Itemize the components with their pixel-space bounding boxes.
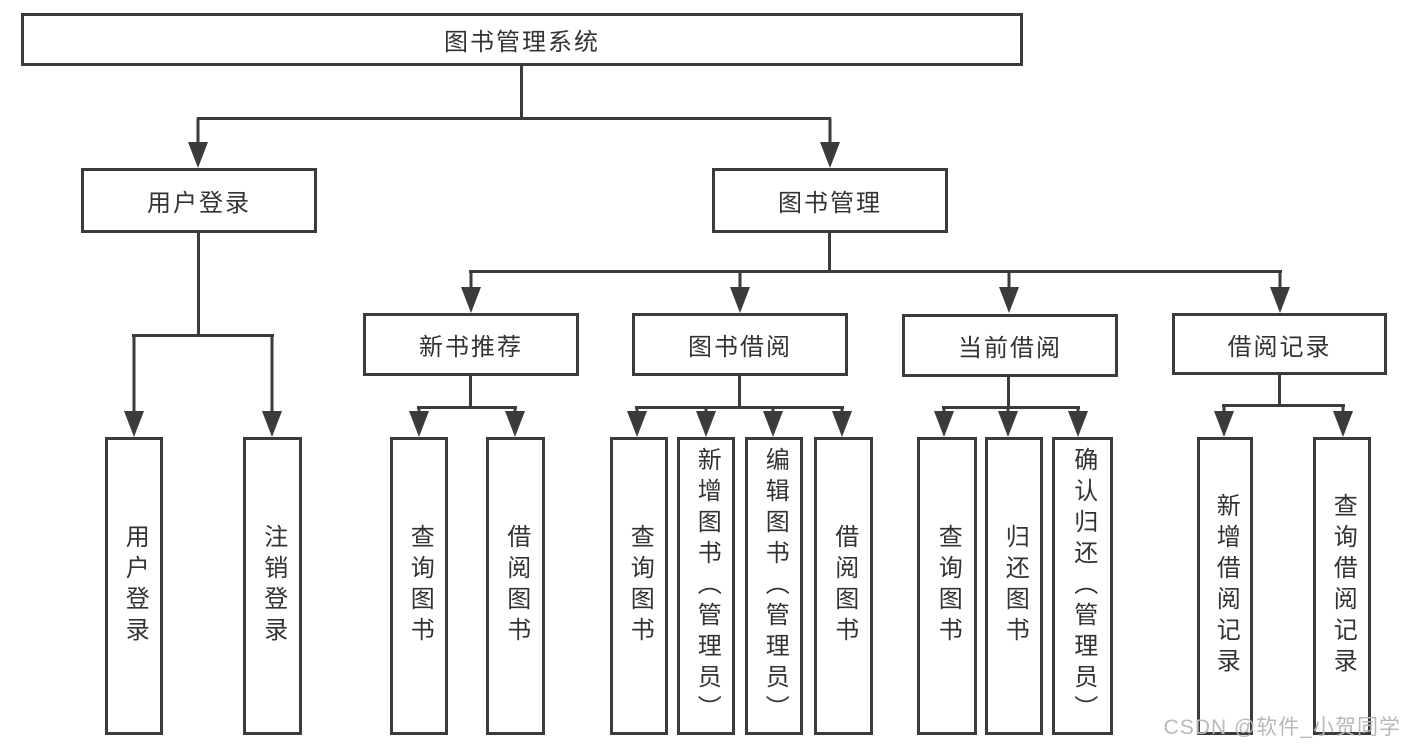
- arrow-to-leaf-logout: [262, 337, 282, 437]
- leaf-edit-book-admin: 编辑图书（管理员）: [745, 437, 803, 735]
- connector-user-login-split: [132, 334, 274, 337]
- leaf-label: 编辑图书（管理员）: [761, 446, 789, 726]
- node-label: 图书管理: [778, 190, 882, 217]
- arrow-to-leaf-add-book: [696, 408, 716, 437]
- node-new-book-recommend: 新书推荐: [363, 313, 579, 376]
- leaf-query-borrow-record: 查询借阅记录: [1313, 437, 1371, 735]
- leaf-label: 新增图书（管理员）: [693, 446, 721, 726]
- leaf-query-books-2: 查询图书: [610, 437, 668, 735]
- node-label: 图书借阅: [688, 334, 792, 361]
- leaf-label: 查询图书: [934, 524, 962, 648]
- arrow-to-user-login-branch: [188, 118, 208, 168]
- arrow-to-leaf-query-books-1: [409, 408, 429, 437]
- node-root-label: 图书管理系统: [444, 29, 600, 56]
- leaf-add-borrow-record: 新增借阅记录: [1197, 437, 1253, 735]
- connector-book-borrow-split: [635, 406, 844, 409]
- connector-book-mgmt-split: [469, 270, 1282, 273]
- connector-borrow-records-split: [1222, 404, 1345, 407]
- connector-book-mgmt-trunk: [828, 233, 831, 272]
- connector-current-borrow-trunk: [1007, 377, 1010, 408]
- leaf-return-book: 归还图书: [985, 437, 1043, 735]
- leaf-logout: 注销登录: [243, 437, 302, 735]
- leaf-borrow-books-2: 借阅图书: [814, 437, 873, 735]
- leaf-label: 用户登录: [121, 524, 149, 648]
- leaf-label: 注销登录: [259, 524, 287, 648]
- node-book-borrow: 图书借阅: [632, 313, 848, 376]
- node-label: 新书推荐: [419, 334, 523, 361]
- connector-root-split: [197, 117, 831, 120]
- connector-recommend-trunk: [469, 376, 472, 408]
- arrow-to-leaf-query-record: [1333, 406, 1353, 437]
- csdn-watermark: CSDN @软件_小贺同学: [1163, 716, 1401, 739]
- arrow-to-leaf-borrow-books-1: [505, 408, 525, 437]
- connector-book-borrow-trunk: [738, 376, 741, 408]
- node-book-mgmt-branch: 图书管理: [712, 168, 948, 233]
- arrow-to-borrow-records: [1270, 272, 1290, 313]
- leaf-label: 归还图书: [1001, 524, 1029, 648]
- arrow-to-book-borrow: [730, 272, 750, 313]
- node-user-login-branch: 用户登录: [81, 168, 317, 233]
- leaf-label: 借阅图书: [502, 524, 530, 648]
- leaf-label: 查询借阅记录: [1329, 493, 1357, 679]
- leaf-borrow-books-1: 借阅图书: [486, 437, 545, 735]
- arrow-to-leaf-borrow-books-2: [832, 408, 852, 437]
- leaf-query-books-1: 查询图书: [390, 437, 448, 735]
- node-label: 用户登录: [147, 190, 251, 217]
- arrow-to-leaf-confirm-return: [1068, 408, 1088, 437]
- arrow-to-book-mgmt-branch: [820, 118, 840, 168]
- arrow-to-leaf-user-login: [124, 337, 144, 437]
- leaf-user-login: 用户登录: [105, 437, 163, 735]
- node-borrow-records: 借阅记录: [1172, 313, 1387, 375]
- leaf-label: 新增借阅记录: [1212, 493, 1240, 679]
- arrow-to-leaf-query-books-2: [627, 408, 647, 437]
- node-current-borrow: 当前借阅: [902, 314, 1118, 377]
- arrow-to-leaf-edit-book: [763, 408, 783, 437]
- node-label: 当前借阅: [958, 335, 1062, 362]
- connector-borrow-records-trunk: [1278, 375, 1281, 406]
- node-label: 借阅记录: [1227, 333, 1332, 361]
- leaf-add-book-admin: 新增图书（管理员）: [677, 437, 735, 735]
- connector-root-trunk: [520, 65, 523, 120]
- connector-user-login-trunk: [197, 233, 200, 336]
- leaf-label: 查询图书: [406, 524, 434, 648]
- arrow-to-current-borrow: [999, 272, 1019, 313]
- leaf-label: 借阅图书: [830, 524, 858, 648]
- leaf-label: 查询图书: [626, 524, 654, 648]
- connector-recommend-split: [417, 406, 517, 409]
- leaf-label: 确认归还（管理员）: [1069, 446, 1097, 726]
- arrow-to-leaf-add-record: [1214, 406, 1234, 437]
- node-root: 图书管理系统: [21, 13, 1023, 66]
- arrow-to-leaf-query-books-3: [934, 408, 954, 437]
- leaf-confirm-return-admin: 确认归还（管理员）: [1052, 437, 1113, 735]
- arrow-to-new-book-recommend: [461, 272, 481, 313]
- leaf-query-books-3: 查询图书: [917, 437, 977, 735]
- arrow-to-leaf-return-book: [998, 408, 1018, 437]
